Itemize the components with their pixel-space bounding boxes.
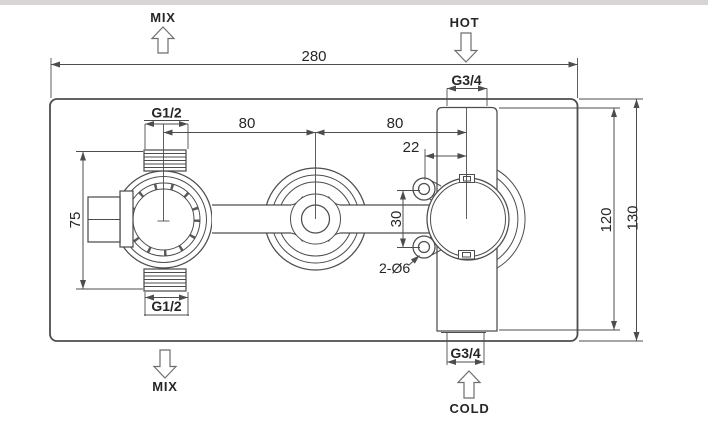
svg-text:COLD: COLD xyxy=(449,401,489,416)
dim-hole-spacing: 30 xyxy=(388,190,420,248)
center-valve xyxy=(212,167,430,271)
left-valve-top-thread xyxy=(143,149,187,172)
svg-text:2-Ø6: 2-Ø6 xyxy=(379,260,410,276)
arrow-up-icon xyxy=(456,370,482,399)
dim-body-height: 120 xyxy=(499,107,620,331)
dim-hot-offset: 22 xyxy=(403,139,467,180)
left-valve-bottom-thread xyxy=(143,268,187,292)
svg-text:G3/4: G3/4 xyxy=(451,72,482,88)
arrow-down-icon xyxy=(453,32,479,63)
arrow-up-icon xyxy=(150,26,176,54)
svg-text:HOT: HOT xyxy=(450,15,480,30)
right-valve xyxy=(412,106,526,333)
svg-text:MIX: MIX xyxy=(152,379,178,394)
svg-text:75: 75 xyxy=(67,212,84,229)
dim-pitch: 80 80 xyxy=(163,115,467,136)
mount-hole-top xyxy=(417,182,431,196)
window-top-strip xyxy=(0,0,708,5)
port-label-mix-top: G1/2 xyxy=(144,105,189,149)
dim-plate-height: 130 xyxy=(579,98,643,342)
svg-text:MIX: MIX xyxy=(150,10,176,25)
mount-hole-bottom xyxy=(417,240,431,254)
flow-label-mix-top: MIX xyxy=(150,10,176,54)
svg-text:80: 80 xyxy=(239,115,256,132)
port-label-cold: G3/4 xyxy=(446,333,485,365)
svg-text:G1/2: G1/2 xyxy=(151,105,182,121)
centerlines xyxy=(157,107,467,222)
port-label-hot: G3/4 xyxy=(446,72,488,106)
dim-port-span: 75 xyxy=(67,151,143,290)
cartridge-circle xyxy=(426,177,510,261)
flow-label-hot: HOT xyxy=(450,15,480,63)
flow-label-mix-bottom: MIX xyxy=(152,349,178,394)
note-mount-holes: 2-Ø6 xyxy=(379,255,420,276)
svg-text:G3/4: G3/4 xyxy=(450,345,481,361)
svg-text:30: 30 xyxy=(388,211,405,228)
svg-text:280: 280 xyxy=(301,48,326,65)
left-valve-side-knob xyxy=(87,190,134,248)
svg-text:G1/2: G1/2 xyxy=(151,298,182,314)
arrow-down-icon xyxy=(152,349,178,379)
svg-text:120: 120 xyxy=(598,207,615,232)
svg-text:130: 130 xyxy=(625,205,642,230)
flow-label-cold: COLD xyxy=(449,370,489,416)
dim-overall-width: 280 xyxy=(50,48,578,98)
svg-text:80: 80 xyxy=(387,115,404,132)
port-label-mix-bottom: G1/2 xyxy=(144,292,189,316)
spline-ring xyxy=(127,183,200,256)
svg-text:22: 22 xyxy=(403,139,420,156)
